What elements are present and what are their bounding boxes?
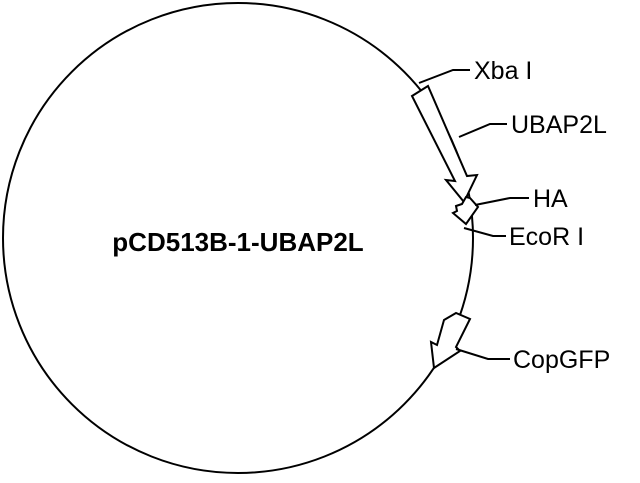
feature-arrow-copgfp xyxy=(429,311,472,370)
feature-label-ubap2l: UBAP2L xyxy=(511,111,607,139)
site-label-xbai: Xba I xyxy=(474,57,532,85)
feature-arrow-ha xyxy=(451,195,480,226)
feature-label-ha: HA xyxy=(533,185,568,213)
leader-line-ecori xyxy=(463,227,506,237)
site-label-ecori: EcoR I xyxy=(509,223,584,251)
leader-line-ha xyxy=(474,197,529,206)
plasmid-backbone xyxy=(2,2,474,474)
leader-line-copgfp xyxy=(455,348,510,360)
feature-label-copgfp: CopGFP xyxy=(513,346,610,374)
plasmid-name: pCD513B-1-UBAP2L xyxy=(112,227,363,257)
leader-line-ubap2l xyxy=(458,123,507,138)
leader-line-xbai xyxy=(418,69,470,84)
feature-arrow-ubap2l xyxy=(410,84,479,204)
